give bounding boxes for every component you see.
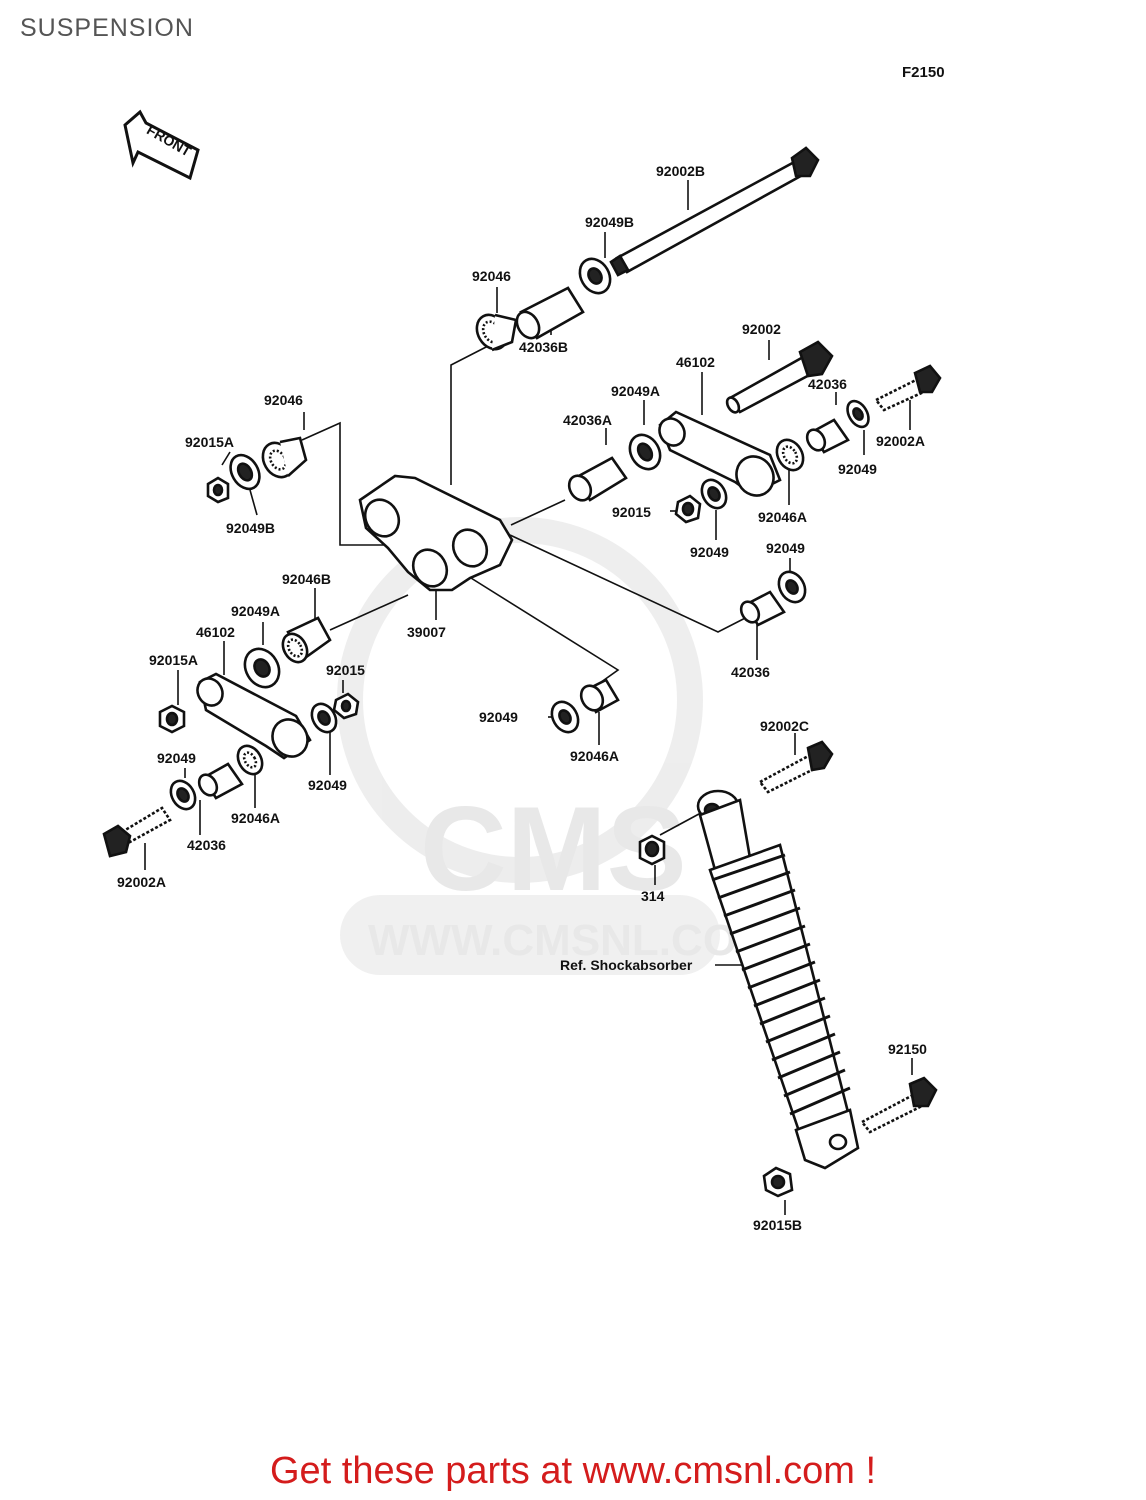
label-92015-right: 92015 xyxy=(612,504,651,520)
label-92046A-lower: 92046A xyxy=(231,810,280,826)
suspension-diagram: WWW.CMSNL.COM CMS FRONT xyxy=(102,109,942,1233)
label-92002B: 92002B xyxy=(656,163,705,179)
label-39007: 39007 xyxy=(407,624,446,640)
label-314: 314 xyxy=(641,888,665,904)
label-92049B-top: 92049B xyxy=(585,214,634,230)
bearing-icon xyxy=(236,744,264,776)
parts xyxy=(102,146,942,1198)
bearing-icon xyxy=(775,438,805,472)
label-46102-left: 46102 xyxy=(196,624,235,640)
collar-icon xyxy=(197,762,244,800)
washer-icon xyxy=(777,570,807,604)
bolt-icon xyxy=(102,806,172,858)
washer-icon xyxy=(700,478,728,510)
figure-code: F2150 xyxy=(902,64,945,81)
collar-icon xyxy=(515,286,585,340)
washer-icon xyxy=(550,700,580,734)
label-92046-top: 92046 xyxy=(472,268,511,284)
label-92049A-right: 92049A xyxy=(611,383,660,399)
washer-icon xyxy=(628,433,662,471)
label-92049B-left: 92049B xyxy=(226,520,275,536)
label-46102-right: 46102 xyxy=(676,354,715,370)
label-shock-ref: Ref. Shockabsorber xyxy=(560,957,693,973)
label-92046B: 92046B xyxy=(282,571,331,587)
collar-icon xyxy=(805,418,850,454)
label-92015A-lower: 92015A xyxy=(149,652,198,668)
shock-absorber-icon xyxy=(696,789,860,1170)
label-92049-lower-b: 92049 xyxy=(308,777,347,793)
nut-icon xyxy=(158,704,186,734)
label-42036B: 42036B xyxy=(519,339,568,355)
label-92049A-left: 92049A xyxy=(231,603,280,619)
label-42036-right: 42036 xyxy=(808,376,847,392)
washer-icon xyxy=(243,647,281,689)
collar-icon xyxy=(739,590,786,627)
label-92049-mid: 92049 xyxy=(690,544,729,560)
rocker-arm-icon xyxy=(358,474,514,592)
footer-parts-link[interactable]: Get these parts at www.cmsnl.com ! xyxy=(269,1450,877,1492)
watermark-url: WWW.CMSNL.COM xyxy=(368,916,774,965)
label-92049-bushing: 92049 xyxy=(766,540,805,556)
label-92049-right: 92049 xyxy=(838,461,877,477)
label-92015A-left: 92015A xyxy=(185,434,234,450)
long-bolt-icon xyxy=(609,146,820,277)
collar-icon xyxy=(567,456,628,502)
label-92046A-right: 92046A xyxy=(758,509,807,525)
bearing-icon xyxy=(261,436,308,479)
label-92002: 92002 xyxy=(742,321,781,337)
label-92046A-link: 92046A xyxy=(570,748,619,764)
label-92002C: 92002C xyxy=(760,718,809,734)
label-42036A: 42036A xyxy=(563,412,612,428)
label-92015B: 92015B xyxy=(753,1217,802,1233)
part-labels: 92002B 92049B 92046 42036B 92002 46102 4… xyxy=(117,163,927,1233)
nut-icon xyxy=(674,494,702,524)
front-arrow-icon: FRONT xyxy=(123,109,200,181)
label-92015-lower: 92015 xyxy=(326,662,365,678)
label-92002A-right: 92002A xyxy=(876,433,925,449)
label-42036-link: 42036 xyxy=(187,837,226,853)
washer-icon xyxy=(229,453,261,491)
washer-icon xyxy=(310,702,338,734)
nut-icon xyxy=(638,834,666,866)
washer-icon xyxy=(578,257,612,295)
label-92049-link: 92049 xyxy=(479,709,518,725)
bolt-icon xyxy=(873,364,942,412)
nut-icon xyxy=(762,1166,794,1198)
label-92049-lower-a: 92049 xyxy=(157,750,196,766)
bearing-icon xyxy=(281,616,332,664)
page-title: SUSPENSION xyxy=(20,14,194,42)
label-92046-left: 92046 xyxy=(264,392,303,408)
label-92150: 92150 xyxy=(888,1041,927,1057)
nut-icon xyxy=(206,476,230,504)
label-92002A-left: 92002A xyxy=(117,874,166,890)
nut-icon xyxy=(332,692,360,720)
bearing-icon xyxy=(475,313,518,352)
washer-icon xyxy=(169,779,197,811)
link-rod-icon xyxy=(196,672,312,760)
bolt-icon xyxy=(860,1076,938,1134)
link-rod-icon xyxy=(658,410,782,497)
label-42036-bushing: 42036 xyxy=(731,664,770,680)
bolt-icon xyxy=(725,340,834,414)
bearing-icon xyxy=(579,678,620,714)
bolt-icon xyxy=(758,740,834,794)
washer-icon xyxy=(846,399,870,429)
